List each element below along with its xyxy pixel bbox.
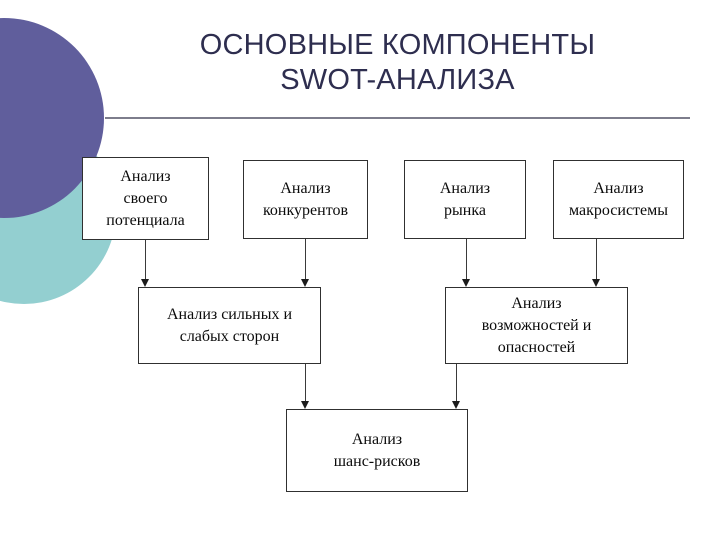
arrowhead-opportunities-to-chance-risk bbox=[452, 401, 460, 409]
node-macrosystem-label: Анализ макросистемы bbox=[568, 179, 669, 219]
connector-own-potential-to-strengths bbox=[145, 240, 146, 279]
node-own-potential-label: Анализ своего потенциала bbox=[106, 167, 185, 229]
arrowhead-strengths-to-chance-risk bbox=[301, 401, 309, 409]
node-opportunities-risks[interactable]: Анализ возможностей и опасностей bbox=[445, 287, 628, 364]
arrowhead-macrosystem-to-opportunities bbox=[592, 279, 600, 287]
node-opportunities-risks-label: Анализ возможностей и опасностей bbox=[481, 294, 592, 356]
slide-title: ОСНОВНЫЕ КОМПОНЕНТЫ SWOT-АНАЛИЗА bbox=[105, 28, 690, 98]
connector-opportunities-to-chance-risk bbox=[456, 364, 457, 401]
arrowhead-own-potential-to-strengths bbox=[141, 279, 149, 287]
title-divider-rule bbox=[105, 117, 690, 119]
connector-competitors-to-strengths bbox=[305, 239, 306, 279]
node-chance-risk[interactable]: Анализ шанс-рисков bbox=[286, 409, 468, 492]
arrowhead-market-to-opportunities bbox=[462, 279, 470, 287]
node-market-label: Анализ рынка bbox=[439, 179, 491, 219]
connector-strengths-to-chance-risk bbox=[305, 364, 306, 401]
node-strengths-weaknesses-label: Анализ сильных и слабых сторон bbox=[166, 305, 293, 345]
node-market[interactable]: Анализ рынка bbox=[404, 160, 526, 239]
node-competitors-label: Анализ конкурентов bbox=[262, 179, 349, 219]
node-strengths-weaknesses[interactable]: Анализ сильных и слабых сторон bbox=[138, 287, 321, 364]
slide-title-line-1: ОСНОВНЫЕ КОМПОНЕНТЫ bbox=[199, 29, 596, 61]
node-macrosystem[interactable]: Анализ макросистемы bbox=[553, 160, 684, 239]
node-chance-risk-label: Анализ шанс-рисков bbox=[333, 430, 421, 470]
node-competitors[interactable]: Анализ конкурентов bbox=[243, 160, 368, 239]
slide-title-line-2: SWOT-АНАЛИЗА bbox=[280, 64, 515, 96]
arrowhead-competitors-to-strengths bbox=[301, 279, 309, 287]
connector-market-to-opportunities bbox=[466, 239, 467, 279]
connector-macrosystem-to-opportunities bbox=[596, 239, 597, 279]
node-own-potential[interactable]: Анализ своего потенциала bbox=[82, 157, 209, 240]
